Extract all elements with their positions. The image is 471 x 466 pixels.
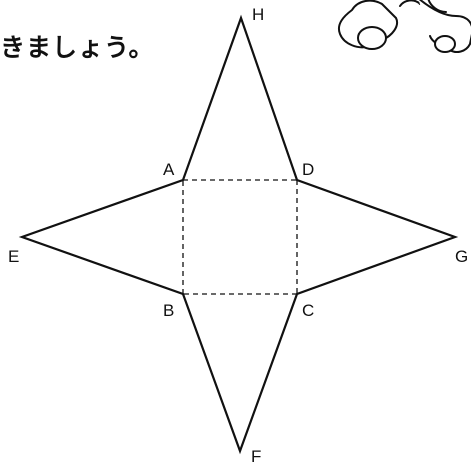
vertex-label-a: A (163, 160, 175, 179)
vertex-label-f: F (251, 447, 261, 466)
instruction-text: きましょう。 (0, 33, 155, 62)
star-outline (18, 14, 459, 455)
vertex-label-b: B (163, 301, 174, 320)
vertex-label-g: G (455, 247, 468, 266)
vertex-label-e: E (8, 247, 19, 266)
vertex-label-d: D (302, 160, 314, 179)
vertex-label-c: C (302, 301, 314, 320)
vertex-label-h: H (252, 5, 264, 24)
inner-square-dashed (182, 179, 298, 295)
cartoon-character-icon (338, 0, 471, 53)
